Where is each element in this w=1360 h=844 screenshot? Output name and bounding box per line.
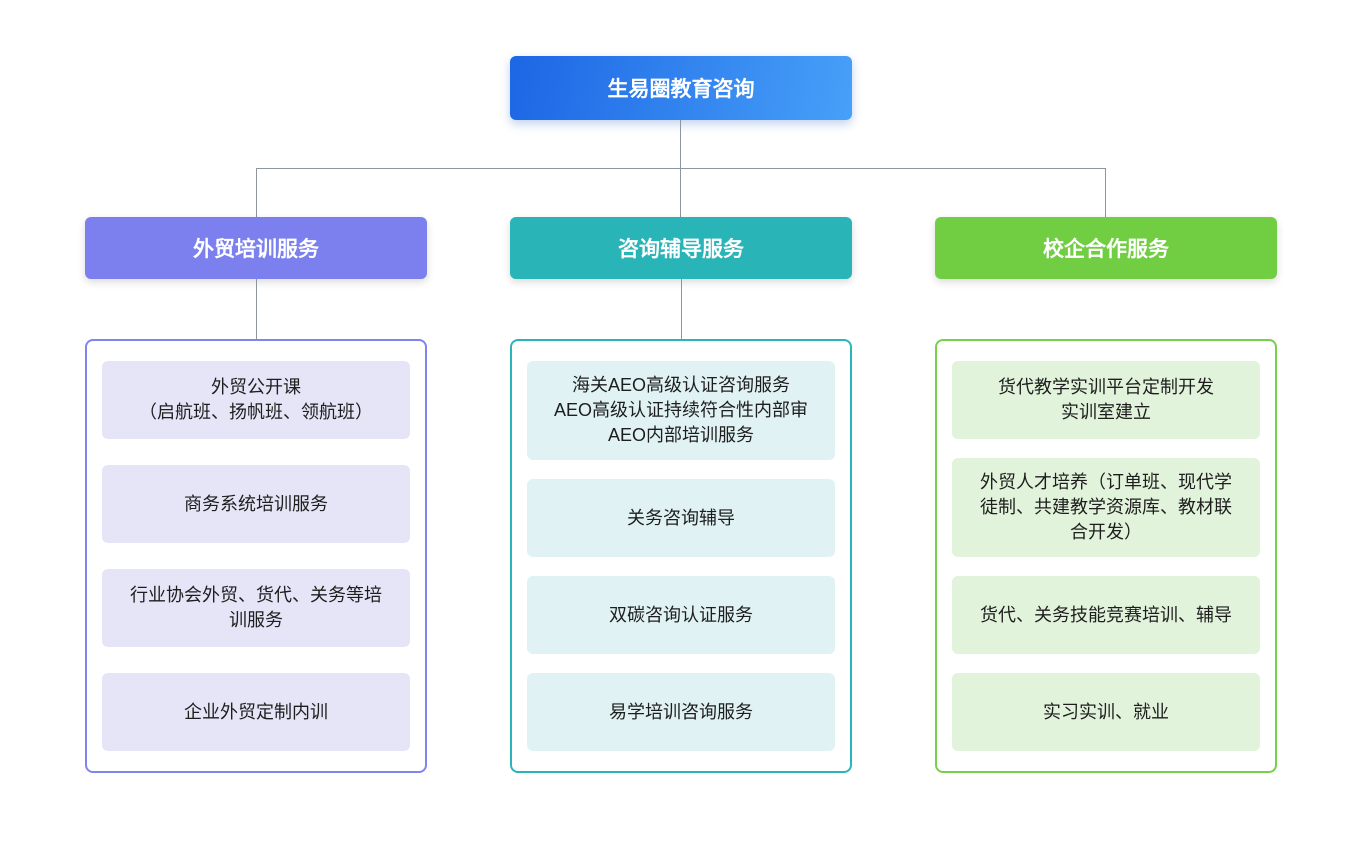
service-item: 易学培训咨询服务 [527,673,835,751]
branch-trade-training-panel: 外贸公开课 （启航班、扬帆班、领航班） 商务系统培训服务 行业协会外贸、货代、关… [85,339,427,773]
branch-consulting-header: 咨询辅导服务 [510,217,852,279]
branch-header-label: 外贸培训服务 [193,238,319,261]
service-item: 货代教学实训平台定制开发 实训室建立 [952,361,1260,439]
service-item: 行业协会外贸、货代、关务等培训服务 [102,569,410,647]
connector-branch1-down [256,168,257,217]
service-item: 企业外贸定制内训 [102,673,410,751]
root-node: 生易圈教育咨询 [510,56,852,120]
branch-header-label: 咨询辅导服务 [618,238,744,261]
service-item: 商务系统培训服务 [102,465,410,543]
service-item: 外贸公开课 （启航班、扬帆班、领航班） [102,361,410,439]
service-item: 外贸人才培养（订单班、现代学徒制、共建教学资源库、教材联合开发） [952,458,1260,557]
branch-trade-training-header: 外贸培训服务 [85,217,427,279]
connector-header-to-panel [681,279,682,339]
branch-school-enterprise-header: 校企合作服务 [935,217,1277,279]
service-item: 海关AEO高级认证咨询服务 AEO高级认证持续符合性内部审 AEO内部培训服务 [527,361,835,460]
connector-branch2-down [680,168,681,217]
branch-consulting: 咨询辅导服务 海关AEO高级认证咨询服务 AEO高级认证持续符合性内部审 AEO… [510,217,852,773]
connector-root-down [680,120,681,168]
connector-branch3-down [1105,168,1106,217]
branch-school-enterprise: 校企合作服务 货代教学实训平台定制开发 实训室建立 外贸人才培养（订单班、现代学… [935,217,1277,773]
branch-header-label: 校企合作服务 [1043,238,1169,261]
service-item: 货代、关务技能竞赛培训、辅导 [952,576,1260,654]
branch-consulting-panel: 海关AEO高级认证咨询服务 AEO高级认证持续符合性内部审 AEO内部培训服务 … [510,339,852,773]
service-item: 双碳咨询认证服务 [527,576,835,654]
connector-header-to-panel [256,279,257,339]
service-item: 实习实训、就业 [952,673,1260,751]
service-item: 关务咨询辅导 [527,479,835,557]
branch-school-enterprise-panel: 货代教学实训平台定制开发 实训室建立 外贸人才培养（订单班、现代学徒制、共建教学… [935,339,1277,773]
branch-trade-training: 外贸培训服务 外贸公开课 （启航班、扬帆班、领航班） 商务系统培训服务 行业协会… [85,217,427,773]
root-node-label: 生易圈教育咨询 [607,78,755,101]
connector-horizontal-bus [256,168,1106,169]
